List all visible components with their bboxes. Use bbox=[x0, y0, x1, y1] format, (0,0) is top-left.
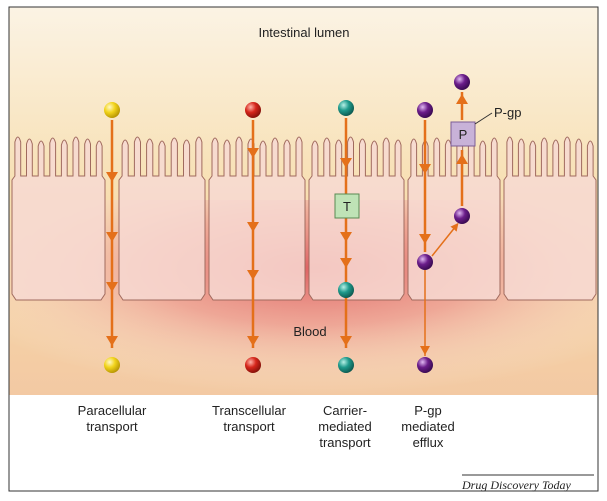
carrier-particle-bottom bbox=[338, 357, 354, 373]
transcellular-particle-bottom bbox=[245, 357, 261, 373]
route-label-line: mediated bbox=[303, 419, 387, 435]
transporter-letter: T bbox=[343, 199, 351, 214]
route-label-transcellular: Transcellular transport bbox=[198, 403, 300, 435]
route-label-line: Transcellular bbox=[198, 403, 300, 419]
route-label-carrier-mediated: Carrier- mediated transport bbox=[303, 403, 387, 451]
route-label-line: Paracellular bbox=[62, 403, 162, 419]
pgp-letter: P bbox=[459, 127, 468, 142]
carrier-particle-middle bbox=[338, 282, 354, 298]
lumen-label: Intestinal lumen bbox=[258, 25, 349, 40]
pgp-particle-bottom bbox=[417, 357, 433, 373]
transporter-box: T bbox=[335, 194, 359, 218]
route-label-line: Carrier- bbox=[303, 403, 387, 419]
route-label-pgp-efflux: P-gp mediated efflux bbox=[393, 403, 463, 451]
blood-label: Blood bbox=[293, 324, 326, 339]
pgp-label: P-gp bbox=[494, 105, 521, 120]
paracellular-particle-bottom bbox=[104, 357, 120, 373]
route-label-line: mediated bbox=[393, 419, 463, 435]
source-credit: Drug Discovery Today bbox=[462, 478, 571, 493]
transcellular-particle-top bbox=[245, 102, 261, 118]
route-label-line: transport bbox=[303, 435, 387, 451]
route-label-paracellular: Paracellular transport bbox=[62, 403, 162, 435]
route-label-line: transport bbox=[62, 419, 162, 435]
paracellular-particle-top bbox=[104, 102, 120, 118]
pgp-particle-cell bbox=[417, 254, 433, 270]
pgp-particle-top bbox=[417, 102, 433, 118]
route-label-line: P-gp bbox=[393, 403, 463, 419]
pgp-particle-apical bbox=[454, 208, 470, 224]
carrier-particle-top bbox=[338, 100, 354, 116]
route-label-line: efflux bbox=[393, 435, 463, 451]
route-label-line: transport bbox=[198, 419, 300, 435]
pgp-particle-lumen bbox=[454, 74, 470, 90]
